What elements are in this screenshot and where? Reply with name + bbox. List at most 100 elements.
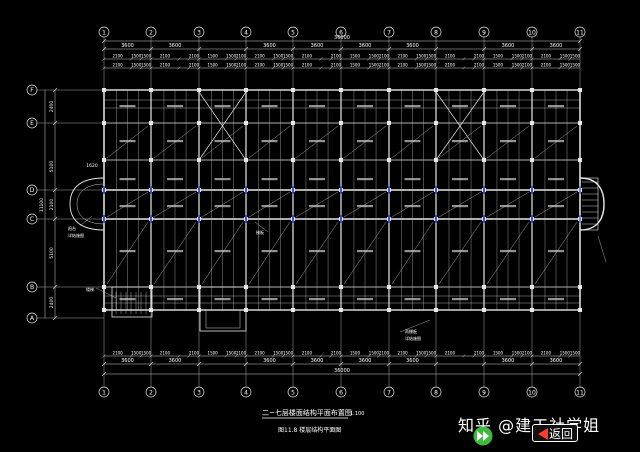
column [102,285,106,289]
sub-dimension-tick [187,57,191,61]
dimension-tick [338,361,344,367]
sub-dimension: 1500 [273,63,284,68]
sub-dimension: 1500 [131,63,142,68]
column [482,308,486,312]
sub-dimension: 2100 [113,63,124,68]
left-dimension-tick [52,315,58,321]
rebar-label [119,178,136,181]
sub-dimension: 2100 [522,63,533,68]
column [434,308,438,312]
sub-dimension-tick [482,57,486,61]
sub-dimension: 2100 [398,63,409,68]
bay-dimension: 3600 [169,43,182,49]
rebar-label [404,105,421,108]
grid-label-top: 3 [197,30,201,37]
note-stair-slab: 梯板 [256,229,264,235]
rebar-label [500,140,516,143]
drawing-title: 二~七层楼面结构平面布置图 [262,408,352,417]
sub-dimension: 2100 [255,63,266,68]
corridor-diagonal [438,191,482,218]
sub-dimension: 2100 [522,54,533,59]
dimension-tick [243,361,249,367]
sub-dimension: 2100 [160,351,171,356]
sub-dimension: 1500 [416,351,427,356]
leader-line [79,215,93,227]
sub-dimension: 1500 [512,63,523,68]
dimension-tick [196,361,202,367]
column [149,88,153,92]
sub-dimension: 1500 [131,351,142,356]
sub-dimension-tick [329,354,333,358]
grid-label-bottom: 2 [149,390,153,397]
rebar-label [119,250,136,253]
grid-label-bottom: 3 [197,390,201,397]
beam-marker [340,186,342,194]
back-arrow-icon [538,428,548,440]
corridor-diagonal [295,191,339,218]
beam-marker [150,186,152,194]
corridor-diagonal [486,191,530,218]
sub-dimension-tick [319,66,323,70]
beam-marker [340,215,342,223]
bay-dimension: 3600 [502,43,515,49]
column [434,158,438,162]
rebar-label [167,105,183,108]
sub-dimension-tick [510,66,514,70]
sub-dimension-tick [568,66,572,70]
bay-dimension: 3600 [359,43,372,49]
sub-dimension-tick [139,57,143,61]
sub-dimension: 1500 [226,63,237,68]
sub-dimension-tick [387,354,391,358]
sub-dimension-tick [387,57,391,61]
stair-opening-x [198,91,247,161]
rebar-label [404,250,421,253]
dimension-tick [101,371,107,377]
slab-diagonal [153,221,197,285]
left-dimension: 5100 [49,247,55,259]
sub-dimension: 2100 [160,54,171,59]
column [339,158,343,162]
sub-dimension: 1500 [426,351,437,356]
column [149,158,153,162]
sub-dimension-tick [520,57,524,61]
column [244,88,248,92]
rebar-label [548,178,564,181]
sub-dimension-tick [510,57,514,61]
sub-dimension-tick [482,66,486,70]
corridor-diagonal [201,191,244,218]
slab-diagonal [486,221,530,285]
sub-dimension: 2100 [541,63,552,68]
sub-dimension: 2100 [189,63,200,68]
rebar-label [167,140,183,143]
sub-dimension-tick [339,57,343,61]
column [149,308,153,312]
sub-dimension-tick [329,66,333,70]
rebar-label [214,250,231,253]
grid-label-left: A [30,315,35,322]
corridor-diagonal [343,191,387,218]
note-detail: 详结施图 [68,232,84,238]
grid-label-left: C [30,216,34,223]
rebar-label [214,205,231,208]
sub-dimension-tick [102,57,106,61]
fast-forward-icon[interactable] [470,426,496,446]
rebar-label [500,178,516,181]
sub-dimension: 2100 [474,63,485,68]
sub-dimension-tick [558,354,562,358]
sub-dimension-tick [177,354,181,358]
rebar-label [261,140,278,143]
slab-diagonal [248,221,291,285]
sub-dimension-tick [377,354,381,358]
balcony-left [69,177,105,231]
beam-marker [198,186,200,194]
sub-dimension-tick [530,66,534,70]
sub-dimension-tick [414,66,418,70]
bay-dimension: 3600 [121,43,134,49]
bay-dimension-bottom: 3600 [406,358,419,364]
sub-dimension: 1500 [131,54,142,59]
beam-marker [245,186,247,194]
sub-dimension-tick [472,66,476,70]
back-button[interactable]: 返回 [532,424,578,442]
sub-dimension: 1500 [208,54,219,59]
rebar-label [357,140,373,143]
